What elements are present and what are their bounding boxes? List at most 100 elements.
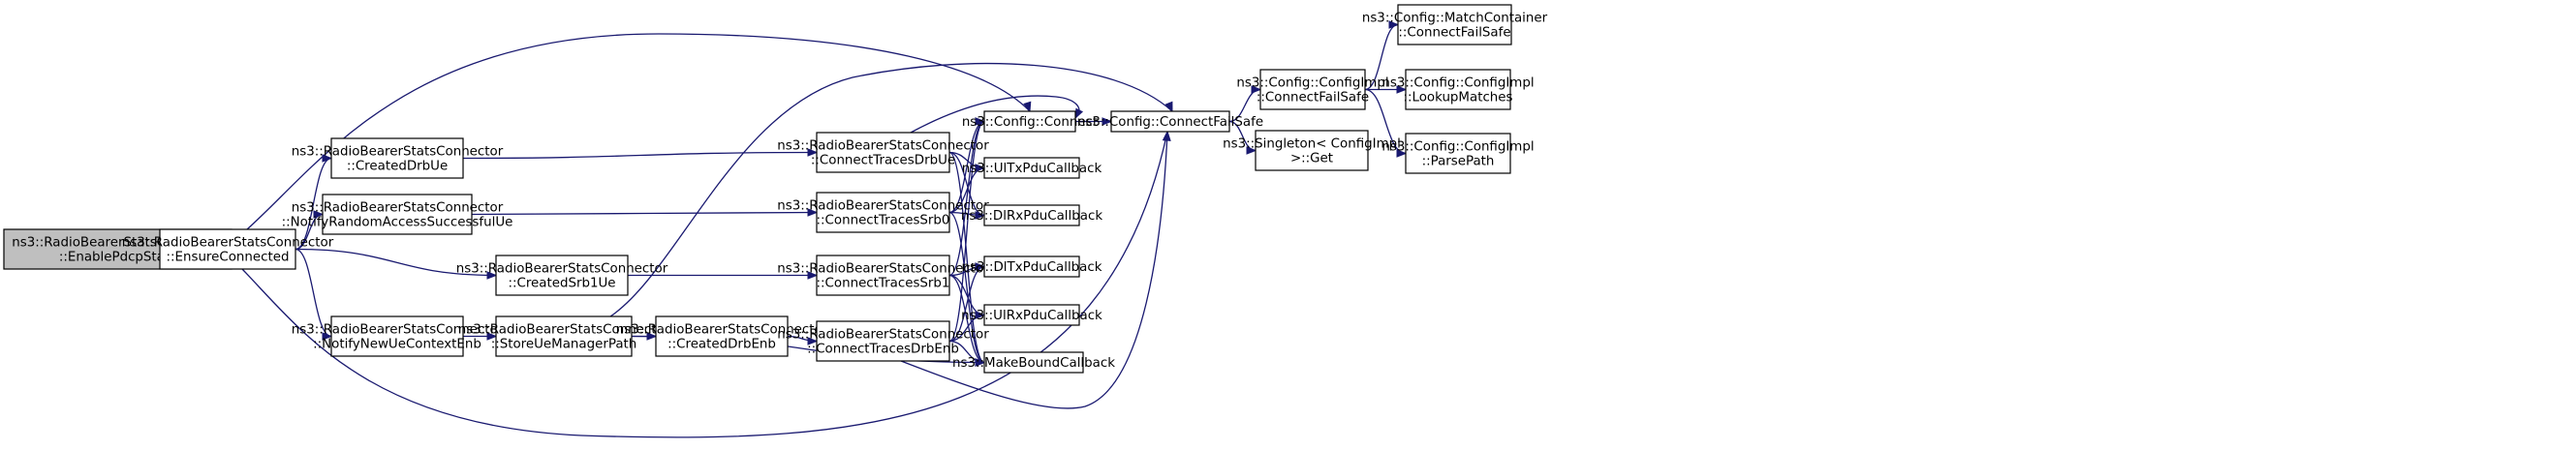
arrowhead xyxy=(1164,101,1173,113)
edge-line xyxy=(295,248,497,277)
node-label-line: ns3::Config::ConfigImpl xyxy=(1381,76,1534,91)
node-label-line: ns3::Config::MatchContainer xyxy=(1362,12,1548,26)
node-box xyxy=(983,157,1080,179)
node-label-line: ns3::RadioBearerStatsConnector xyxy=(292,201,504,216)
edge-config_connect_fail_safe-to-config_impl_connect_fail_safe xyxy=(1228,85,1262,123)
node-box xyxy=(1405,69,1511,110)
node-config-connect[interactable]: ns3::Config::Connect xyxy=(962,110,1098,133)
node-notify-random-access[interactable]: ns3::RadioBearerStatsConnector::NotifyRa… xyxy=(282,194,513,235)
edge-connect_traces_drb_enb-to-config_connect_fail_safe xyxy=(900,130,1171,409)
node-label-line: ns3::Config::ConnectFailSafe xyxy=(1077,115,1263,130)
node-label-line: ns3::DlRxPduCallback xyxy=(961,209,1102,224)
edge-line xyxy=(471,211,818,216)
edge-line xyxy=(295,248,332,338)
node-box xyxy=(330,137,464,179)
edge-line xyxy=(462,151,818,160)
edge-created_drb_ue-to-connect_traces_drb_ue xyxy=(462,148,819,160)
node-label-line: ns3::RadioBearerStatsConnector xyxy=(456,262,668,277)
node-label-line: ::ParsePath xyxy=(1422,155,1495,169)
node-label-line: ns3::Config::ConfigImpl xyxy=(1381,140,1534,155)
node-label-line: ::EnablePdcpStats xyxy=(59,251,176,265)
edge-created_srb1_ue-to-connect_traces_srb1 xyxy=(628,271,819,280)
arrowhead xyxy=(1102,117,1113,126)
arrowhead xyxy=(486,332,498,341)
node-notify-new-ue-context[interactable]: ns3::RadioBearerStatsConnector::NotifyNe… xyxy=(292,315,504,357)
node-ensure-connected[interactable]: ns3::RadioBearerStatsConnector::EnsureCo… xyxy=(122,228,334,270)
node-box xyxy=(1397,4,1512,45)
node-label-line: ::CreatedSrb1Ue xyxy=(508,277,615,291)
node-dl-rx-pdu-callback[interactable]: ns3::DlRxPduCallback xyxy=(961,204,1102,226)
arrowhead xyxy=(975,211,986,220)
node-label-line: ns3::RadioBearerStatsConnector xyxy=(777,262,989,277)
node-config-connect-fail-safe[interactable]: ns3::Config::ConnectFailSafe xyxy=(1077,110,1263,133)
node-box xyxy=(1405,133,1511,174)
node-dl-tx-pdu-callback[interactable]: ns3::DlTxPduCallback xyxy=(961,255,1102,278)
arrowhead xyxy=(807,337,819,345)
edge-ensure_connected-to-created_srb1_ue xyxy=(295,248,498,280)
node-match-container-connect-fail-safe[interactable]: ns3::Config::MatchContainer::ConnectFail… xyxy=(1362,4,1548,45)
edge-connect_traces_drb_enb-to-make_bound_callback xyxy=(948,340,986,367)
edge-connect_traces_srb0-to-ul_tx_pdu_callback xyxy=(948,164,986,214)
node-label-line: ns3::DlTxPduCallback xyxy=(961,260,1102,275)
arrowhead xyxy=(975,358,986,367)
edge-line xyxy=(948,120,985,277)
edge-ensure_connected-to-created_drb_ue xyxy=(295,154,333,251)
arrowhead xyxy=(807,148,819,157)
node-box xyxy=(816,132,950,173)
node-label-line: ns3::RadioBearerStatsConnector xyxy=(458,323,670,338)
node-connect-traces-srb0[interactable]: ns3::RadioBearerStatsConnector::ConnectT… xyxy=(777,192,989,233)
arrowhead xyxy=(322,154,333,163)
node-store-ue-manager-path[interactable]: ns3::RadioBearerStatsConnector::StoreUeM… xyxy=(458,315,670,357)
node-label-line: ::CreatedDrbUe xyxy=(347,160,448,174)
node-config-impl-lookup-matches[interactable]: ns3::Config::ConfigImpl::LookupMatches xyxy=(1381,69,1535,110)
node-label-line: ns3::RadioBearerStatsConnector xyxy=(777,139,989,154)
node-box xyxy=(816,255,950,296)
edge-line xyxy=(910,95,1080,134)
node-config-impl-connect-fail-safe[interactable]: ns3::Config::ConfigImpl::ConnectFailSafe xyxy=(1236,69,1389,110)
nodes-layer: ns3::RadioBearerStatsConnector::EnablePd… xyxy=(3,4,1548,374)
node-label-line: ns3::Singleton< ConfigImpl xyxy=(1223,137,1401,152)
node-ul-rx-pdu-callback[interactable]: ns3::UlRxPduCallback xyxy=(961,304,1102,326)
node-created-drb-enb[interactable]: ns3::RadioBearerStatsConnector::CreatedD… xyxy=(616,315,828,357)
node-connect-traces-drb-ue[interactable]: ns3::RadioBearerStatsConnector::ConnectT… xyxy=(777,132,989,173)
edge-config_connect-to-config_connect_fail_safe xyxy=(1075,117,1113,126)
arrowhead xyxy=(486,271,498,280)
node-box xyxy=(655,315,789,357)
edge-notify_random_access-to-connect_traces_srb0 xyxy=(471,208,819,217)
arrowhead xyxy=(1246,146,1257,155)
edge-config_impl_connect_fail_safe-to-match_container_connect_fail_safe xyxy=(1364,20,1400,91)
edge-line xyxy=(241,131,1168,438)
node-label-line: ::LookupMatches xyxy=(1403,91,1512,105)
node-box xyxy=(983,351,1084,374)
node-label-line: ns3::RadioBearerStatsConnector xyxy=(616,323,828,338)
node-box xyxy=(495,255,629,296)
node-label-line: ns3::RadioBearerStatsConnector xyxy=(777,199,989,214)
arrowhead xyxy=(975,311,986,319)
node-config-impl-parse-path[interactable]: ns3::Config::ConfigImpl::ParsePath xyxy=(1381,133,1535,174)
edge-line xyxy=(948,120,985,343)
edge-line xyxy=(900,131,1168,409)
node-ul-tx-pdu-callback[interactable]: ns3::UlTxPduCallback xyxy=(962,157,1102,179)
node-created-drb-ue[interactable]: ns3::RadioBearerStatsConnector::CreatedD… xyxy=(292,137,504,179)
edge-store_ue_manager_path-to-config_connect_fail_safe xyxy=(609,62,1173,317)
node-box xyxy=(322,194,473,235)
node-label-line: ::ConnectFailSafe xyxy=(1257,91,1369,105)
node-box xyxy=(1110,110,1230,133)
node-connect-traces-srb1[interactable]: ns3::RadioBearerStatsConnector::ConnectT… xyxy=(777,255,989,296)
node-box xyxy=(983,255,1080,278)
node-label-line: ns3::RadioBearerStatsConnector xyxy=(292,323,504,338)
node-label-line: ns3::RadioBearerStatsConnector xyxy=(292,145,504,160)
node-created-srb1-ue[interactable]: ns3::RadioBearerStatsConnector::CreatedS… xyxy=(456,255,668,296)
arrowhead xyxy=(1388,20,1400,29)
node-make-bound-callback[interactable]: ns3::MakeBoundCallback xyxy=(952,351,1115,374)
node-label-line: ::StoreUeManagerPath xyxy=(491,338,637,352)
node-singleton-get[interactable]: ns3::Singleton< ConfigImpl >::Get xyxy=(1223,130,1401,171)
edge-connect_traces_drb_enb-to-ul_rx_pdu_callback xyxy=(948,311,986,343)
node-label-line: ::ConnectFailSafe xyxy=(1398,26,1510,41)
node-connect-traces-drb-enb[interactable]: ns3::RadioBearerStatsConnector::ConnectT… xyxy=(777,320,989,362)
edge-line xyxy=(948,120,985,214)
arrowhead xyxy=(975,262,986,271)
node-label-line: ns3::Config::Connect xyxy=(962,115,1098,130)
node-box xyxy=(983,204,1080,226)
edge-line xyxy=(609,62,1173,317)
